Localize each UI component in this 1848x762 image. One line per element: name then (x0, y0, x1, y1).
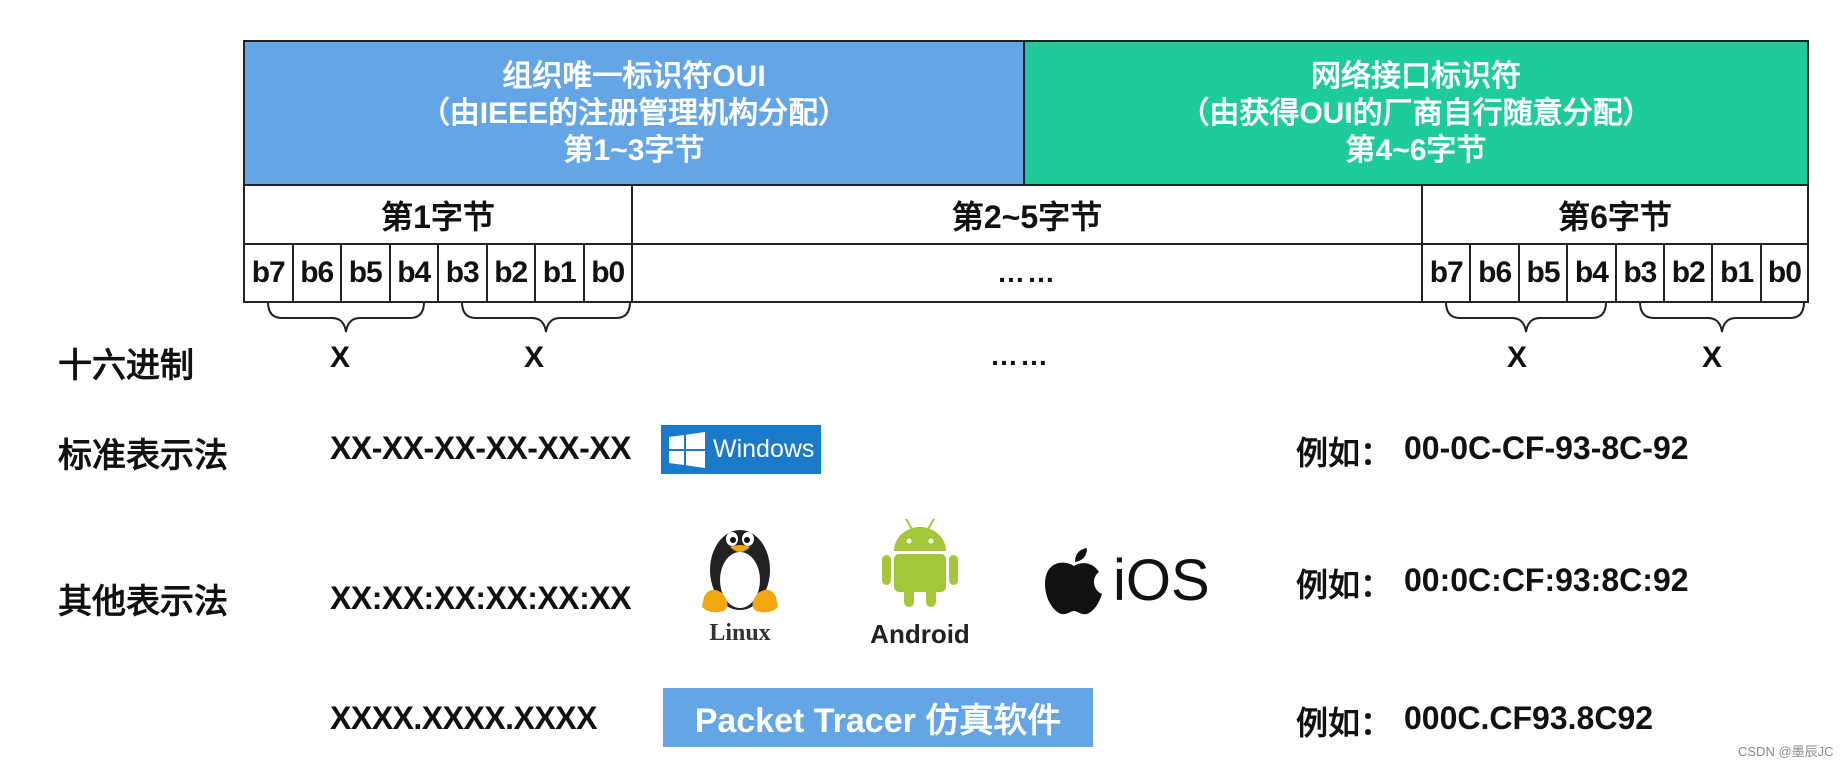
bit-cell: b3 (437, 243, 488, 303)
hex-digit: X (329, 341, 350, 374)
bit-cell: b6 (291, 243, 342, 303)
bit-label: b6 (300, 256, 334, 289)
linux-label: Linux (709, 620, 771, 646)
bit-cell: b2 (1663, 243, 1714, 303)
bit-cell: b1 (534, 243, 585, 303)
hex-digit: X (1701, 341, 1722, 374)
colon-format: XX:XX:XX:XX:XX:XX (330, 580, 631, 616)
bit-label: b5 (1526, 256, 1561, 289)
nic-title: 网络接口标识符 (1311, 59, 1521, 93)
bit-cell: b1 (1711, 243, 1762, 303)
android-logo: Android (860, 515, 980, 649)
standard-row-label: 标准表示法 (58, 437, 228, 475)
middle-bits-ellipsis: …… (997, 257, 1057, 288)
bit-cell: b5 (340, 243, 391, 303)
bit-label: b7 (1429, 256, 1464, 289)
bit-label: b6 (1478, 256, 1512, 289)
nic-subtitle: （由获得OUI的厂商自行随意分配） (1179, 96, 1653, 130)
hex-row-label: 十六进制 (58, 347, 194, 385)
brace-icons (267, 301, 1805, 333)
apple-icon (1045, 548, 1102, 615)
oui-header: 组织唯一标识符OUI （由IEEE的注册管理机构分配） 第1~3字节 (243, 40, 1025, 186)
standard-format: XX-XX-XX-XX-XX-XX (330, 430, 631, 466)
bit-cell: b3 (1614, 243, 1666, 303)
hex-ellipsis: …… (990, 340, 1050, 371)
colon-example-label: 例如： (1296, 567, 1393, 603)
bit-label: b7 (251, 256, 286, 289)
windows-label: Windows (713, 435, 815, 463)
dot-example-label: 例如： (1296, 705, 1393, 741)
oui-bytes: 第1~3字节 (563, 133, 705, 167)
tux-penguin-icon (702, 530, 778, 613)
nic-bytes: 第4~6字节 (1345, 133, 1487, 167)
standard-example-label: 例如： (1296, 435, 1393, 471)
windows-icon (669, 431, 705, 468)
bit-cell: b6 (1469, 243, 1520, 303)
watermark: CSDN @墨辰JC (1738, 744, 1834, 759)
bit-label: b1 (542, 256, 577, 289)
hex-digit: X (1506, 341, 1527, 374)
byte-1-label: 第1字节 (381, 198, 495, 235)
brace-icon (461, 301, 631, 333)
packet-tracer-label: Packet Tracer 仿真软件 (694, 702, 1062, 740)
bit-cell: b5 (1517, 243, 1569, 303)
byte-6-cell: 第6字节 (1421, 184, 1809, 245)
brace-icon (267, 301, 425, 333)
oui-subtitle: （由IEEE的注册管理机构分配） (419, 96, 849, 130)
bit-label: b2 (494, 256, 528, 289)
bit-label: b4 (1574, 256, 1609, 289)
bit-label: b1 (1720, 256, 1754, 289)
bit-label: b3 (445, 256, 480, 289)
oui-title: 组织唯一标识符OUI (502, 59, 766, 93)
dot-example: 000C.CF93.8C92 (1404, 700, 1654, 736)
byte-6-label: 第6字节 (1558, 198, 1672, 235)
bit-label: b0 (1767, 256, 1802, 289)
byte-1-cell: 第1字节 (243, 184, 633, 245)
brace-icon (1639, 301, 1805, 333)
nic-header: 网络接口标识符 （由获得OUI的厂商自行随意分配） 第4~6字节 (1023, 40, 1809, 186)
packet-tracer-badge: Packet Tracer 仿真软件 (663, 688, 1093, 747)
colon-example: 00:0C:CF:93:8C:92 (1404, 562, 1689, 598)
ios-label: iOS (1113, 547, 1210, 613)
brace-icon (1445, 301, 1607, 333)
android-label: Android (870, 619, 970, 649)
android-robot-icon (882, 518, 958, 607)
byte-2-5-label: 第2~5字节 (951, 198, 1103, 235)
byte-2-5-cell: 第2~5字节 (631, 184, 1423, 245)
bit-cell: b4 (1566, 243, 1617, 303)
standard-example: 00-0C-CF-93-8C-92 (1404, 430, 1689, 466)
bit-cell: b0 (1759, 243, 1809, 303)
bit-cell: b2 (485, 243, 536, 303)
other-row-label: 其他表示法 (58, 583, 228, 621)
bit-label: b4 (397, 256, 431, 289)
middle-bits-cell: …… (631, 243, 1423, 303)
bit-cell: b0 (582, 243, 633, 303)
bit-cell: b4 (388, 243, 439, 303)
dot-format: XXXX.XXXX.XXXX (330, 700, 597, 736)
bit-label: b0 (591, 256, 625, 289)
bit-cell: b7 (243, 243, 294, 303)
ios-logo: iOS (1043, 540, 1210, 620)
hex-digit: X (523, 341, 544, 374)
linux-logo: Linux (690, 515, 790, 646)
bit-label: b3 (1623, 256, 1657, 289)
windows-logo: Windows (661, 425, 821, 474)
bit-label: b5 (348, 256, 383, 289)
bit-label: b2 (1671, 256, 1706, 289)
bit-cell: b7 (1421, 243, 1472, 303)
